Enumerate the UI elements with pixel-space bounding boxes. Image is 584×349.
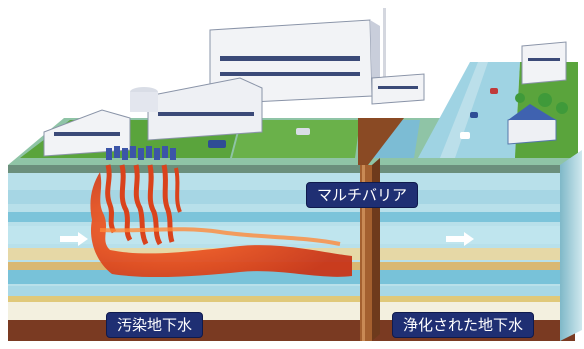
factory-buildings [43, 8, 568, 160]
right-arrow-icon [60, 232, 88, 246]
purified-groundwater-label: 浄化された地下水 [392, 312, 535, 338]
right-arrow-icon [446, 232, 474, 246]
polluted-groundwater-label: 汚染地下水 [106, 312, 204, 338]
barrier-label: マルチバリア [306, 182, 419, 208]
contamination-plume [90, 164, 352, 278]
